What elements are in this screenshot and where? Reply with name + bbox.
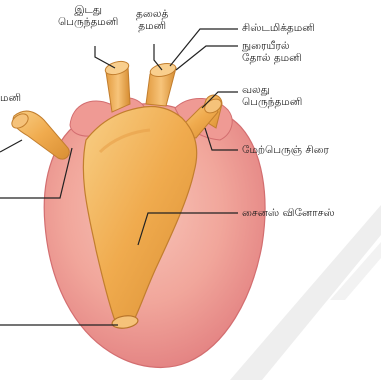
label-superior-vena-cava: மேற்பெருஞ் சிரை — [242, 144, 329, 156]
leader-pulmocutaneous — [176, 46, 238, 70]
label-left-edge: மனி — [0, 92, 21, 104]
label-line-2: தோல் தமனி — [242, 52, 302, 64]
label-carotid-artery: தலைத் தமனி — [136, 8, 168, 32]
label-line-1: மேற்பெருஞ் சிரை — [242, 144, 329, 156]
label-line-1: தலைத் — [136, 8, 168, 20]
label-line-2: பெருந்தமனி — [242, 96, 302, 108]
label-systemic-artery: சிஸ்டமிக்தமனி — [242, 22, 315, 34]
label-line-1: சிஸ்டமிக்தமனி — [242, 22, 315, 34]
label-left-pulmonary-artery: இடது பெருந்தமனி — [58, 4, 118, 28]
label-line-1: மனி — [0, 92, 21, 104]
label-line-2: தமனி — [136, 20, 168, 32]
label-line-1: சைனஸ் வினோசஸ் — [242, 207, 335, 219]
label-pulmocutaneous-artery: நுரையீரல் தோல் தமனி — [242, 40, 302, 64]
label-line-1: வலது — [242, 84, 302, 96]
label-line-1: இடது — [58, 4, 118, 16]
label-line-2: பெருந்தமனி — [58, 16, 118, 28]
label-sinus-venosus: சைனஸ் வினோசஸ் — [242, 207, 335, 219]
label-line-1: நுரையீரல் — [242, 40, 302, 52]
leader-left-top — [0, 140, 22, 152]
label-right-pulmonary-artery: வலது பெருந்தமனி — [242, 84, 302, 108]
